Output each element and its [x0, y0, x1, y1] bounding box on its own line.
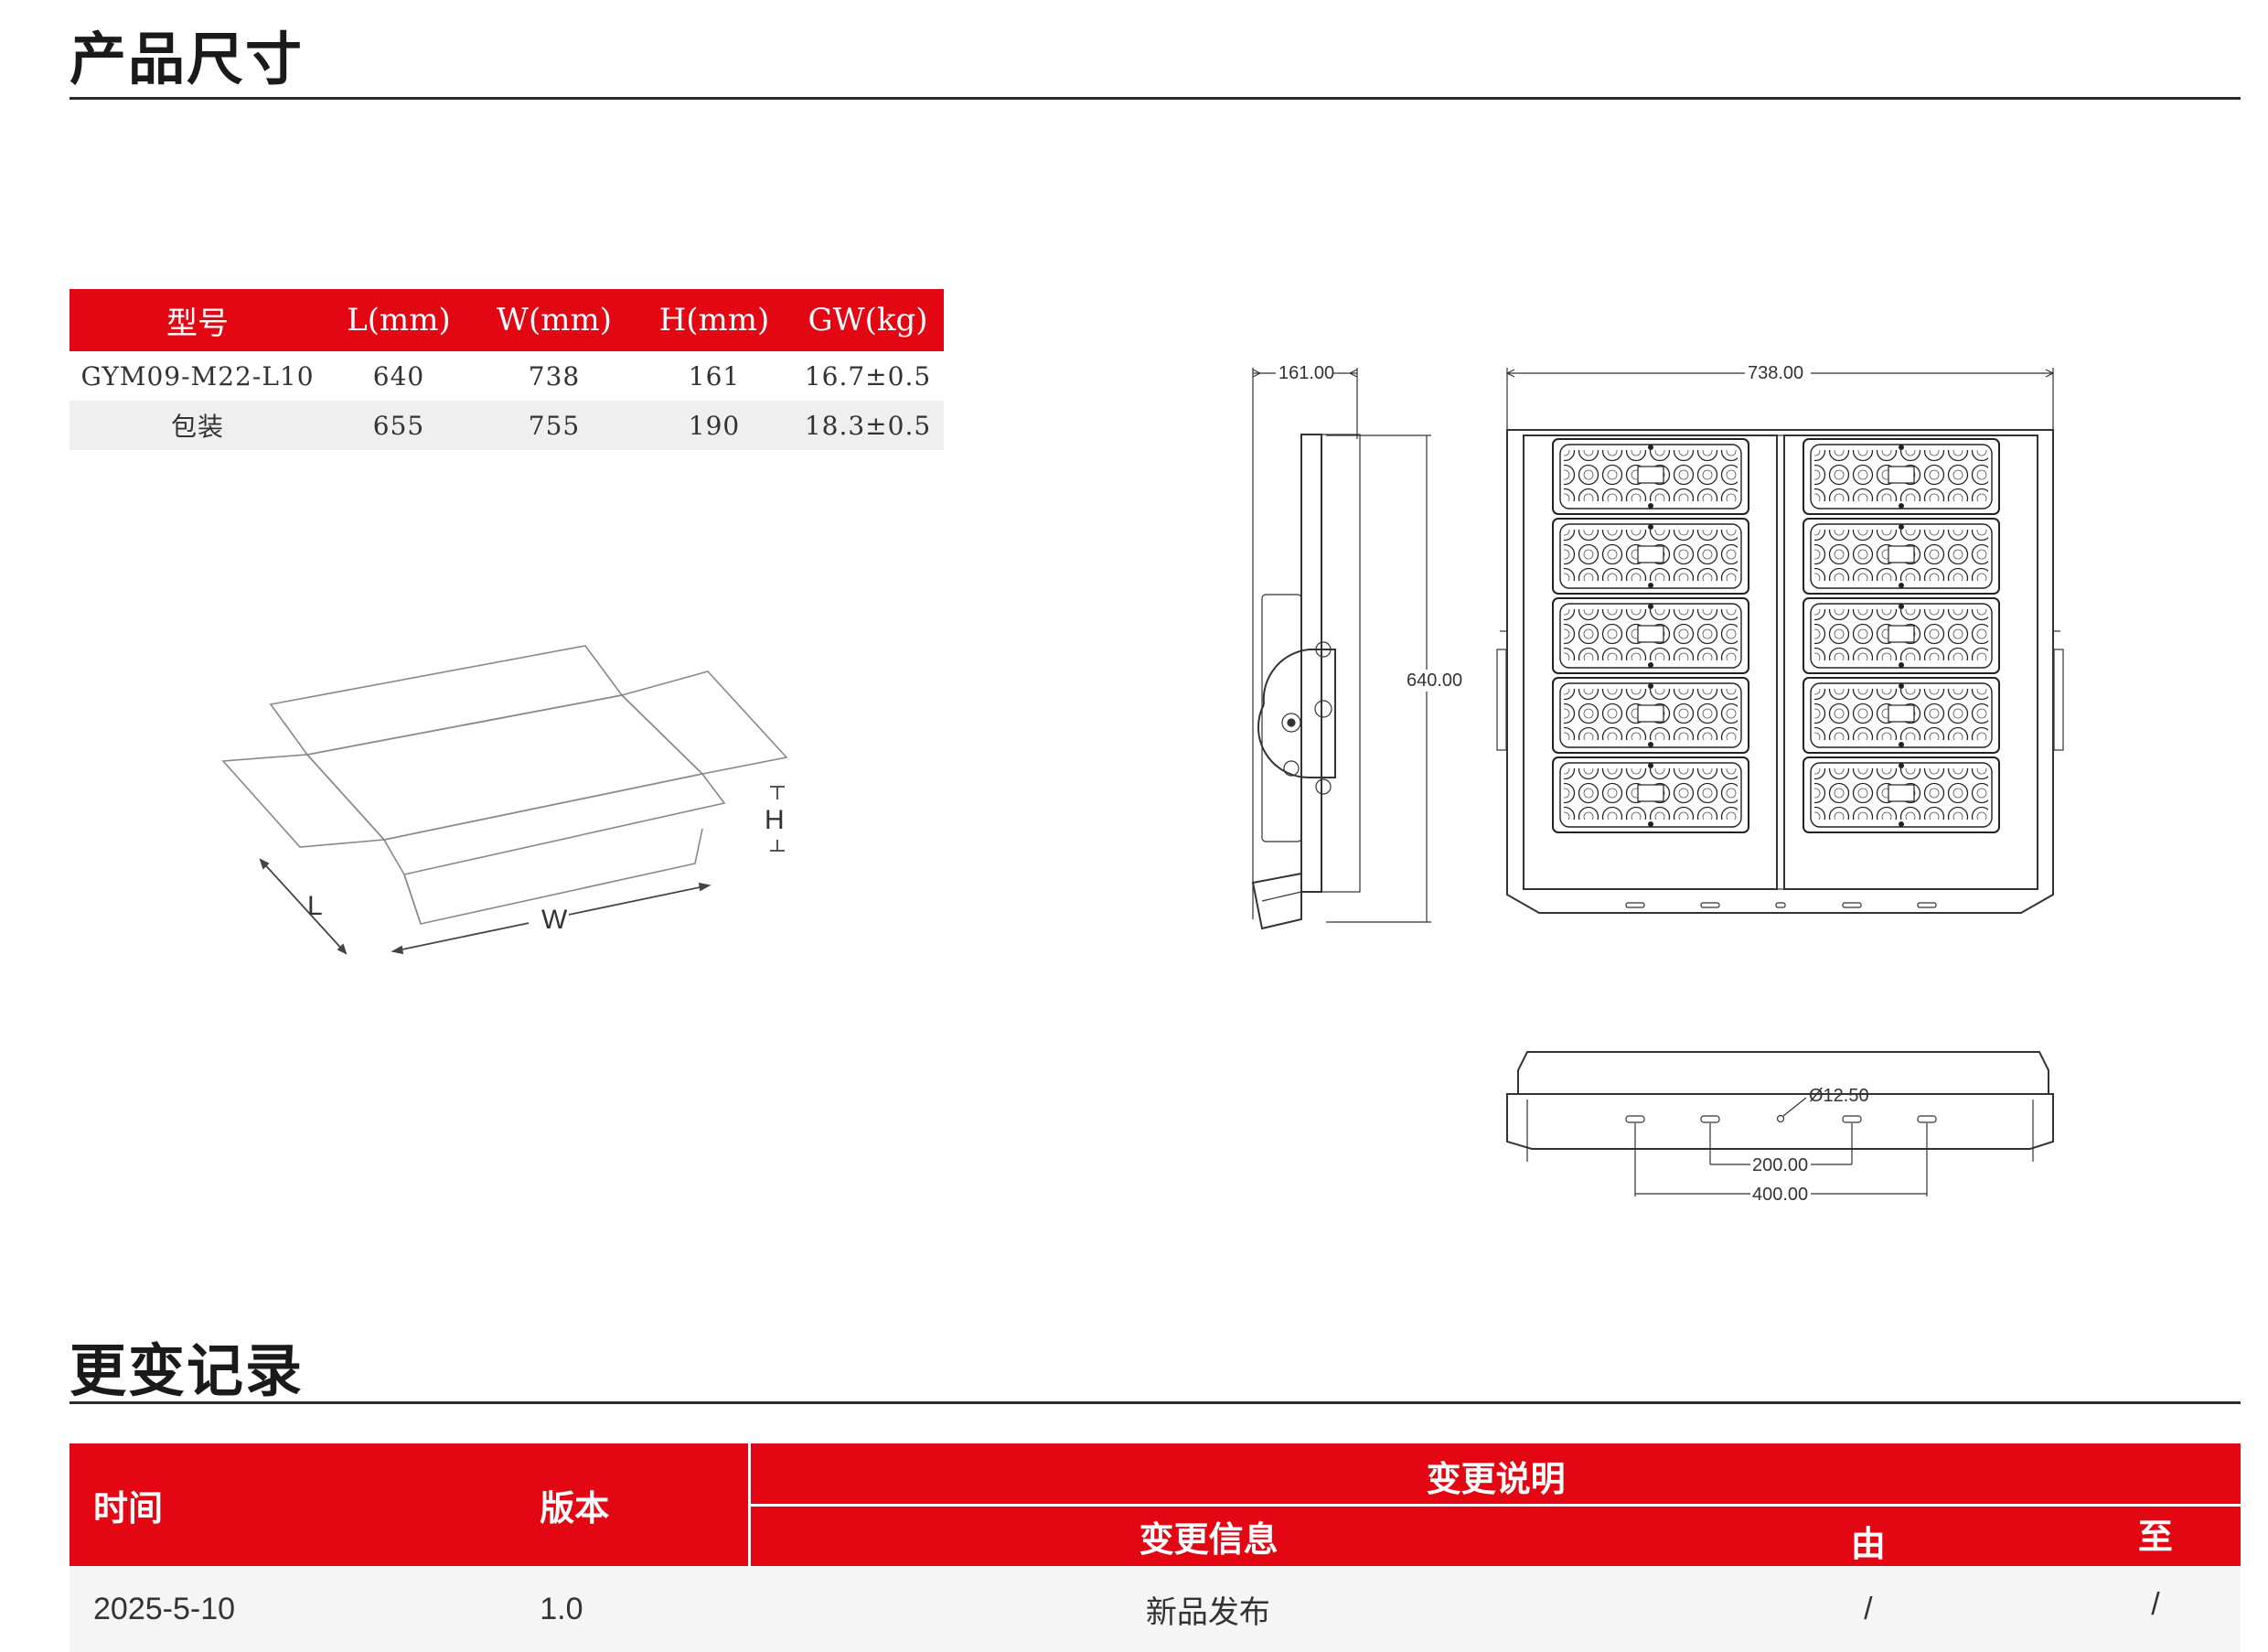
spec-header-height: H(mm): [637, 289, 792, 351]
section-title-dimensions: 产品尺寸: [70, 26, 305, 92]
changelog-cell-time: 2025-5-10: [70, 1566, 502, 1652]
spec-cell: 755: [472, 401, 637, 450]
changelog-header-description: 变更说明: [748, 1443, 2241, 1506]
section-rule: [70, 97, 2241, 100]
spec-table-header: 型号 L(mm) W(mm) H(mm) GW(kg): [70, 289, 944, 351]
dim-label-hole: Ø12.50: [1809, 1086, 1869, 1106]
spec-header-width: W(mm): [472, 289, 637, 351]
changelog-table: 时间 版本 变更说明 变更信息 由 至 2025-5-10 1.0 新品发布 /…: [70, 1443, 2241, 1652]
box-label-l: L: [307, 891, 323, 921]
spec-header-weight: GW(kg): [792, 289, 944, 351]
spec-cell: 738: [528, 360, 581, 392]
spec-cell: 655: [326, 401, 472, 450]
spec-cell: GYM09-M22-L10: [80, 360, 315, 392]
dim-label-height: 640.00: [1407, 670, 1462, 691]
spec-cell: 18.3±0.5: [792, 401, 944, 450]
table-row: 2025-5-10 1.0 新品发布 / /: [70, 1566, 2241, 1652]
changelog-header-version: 版本: [501, 1443, 750, 1566]
dim-label-side-width: 161.00: [1278, 363, 1334, 383]
spec-cell: 包装: [70, 401, 326, 450]
section-title-changelog: 更变记录: [70, 1337, 305, 1404]
changelog-cell-from: /: [1665, 1566, 2070, 1652]
changelog-subheader-from: 由: [1665, 1504, 2070, 1566]
section-rule: [70, 1401, 2241, 1404]
spec-cell: 190: [637, 401, 792, 450]
box-label-w: W: [541, 905, 568, 935]
changelog-cell-version: 1.0: [501, 1566, 750, 1652]
spec-cell: 16.7±0.5: [804, 360, 932, 392]
changelog-cell-info: 新品发布: [749, 1566, 1666, 1652]
spec-table: 型号 L(mm) W(mm) H(mm) GW(kg) GYM09-M22-L1…: [70, 289, 944, 450]
dim-label-span-inner: 200.00: [1752, 1155, 1808, 1175]
table-row: GYM09-M22-L10 640 738 161 16.7±0.5: [70, 351, 944, 401]
table-row: 包装 655 755 190 18.3±0.5: [70, 401, 944, 450]
dim-label-span-outer: 400.00: [1752, 1185, 1808, 1205]
spec-cell: 161: [688, 360, 741, 392]
spec-cell: 640: [372, 360, 425, 392]
product-technical-drawing: 161.00 738.00 640.00 Ø12.50 200.00 400.0…: [1251, 362, 2064, 1205]
changelog-subheader-info: 变更信息: [748, 1504, 1666, 1566]
packaging-box-illustration: L W H: [221, 645, 796, 955]
spec-header-length: L(mm): [326, 289, 472, 351]
box-label-h: H: [765, 805, 785, 835]
changelog-subheader-to: 至: [2070, 1504, 2241, 1566]
changelog-header-time: 时间: [70, 1443, 502, 1566]
changelog-cell-to: /: [2070, 1566, 2241, 1652]
dim-label-front-width: 738.00: [1748, 363, 1803, 383]
spec-header-model: 型号: [70, 289, 326, 351]
